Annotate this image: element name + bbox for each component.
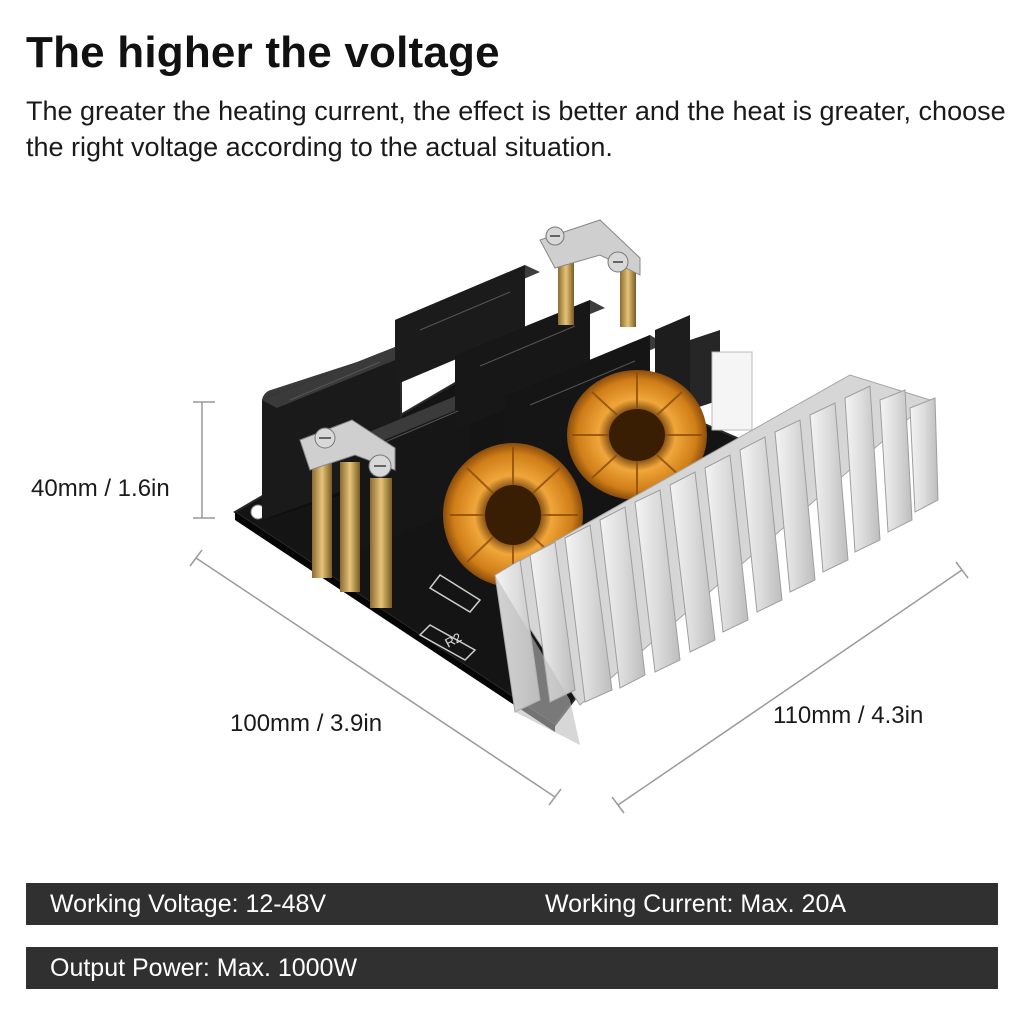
page-title: The higher the voltage [26, 28, 500, 77]
working-voltage-spec: Working Voltage: 12-48V [50, 890, 327, 918]
length-dimension-label: 100mm / 3.9in [230, 710, 383, 737]
dimension-lines [189, 401, 969, 814]
width-dimension-label: 110mm / 4.3in [773, 702, 924, 729]
output-power-spec: Output Power: Max. 1000W [50, 954, 358, 982]
terminal-posts-back [539, 219, 641, 327]
pcb-label-r2: R2 [442, 630, 464, 651]
spec-bar-voltage-current: Working Voltage: 12-48V Working Current:… [26, 883, 998, 925]
page-subtitle: The greater the heating current, the eff… [26, 96, 1006, 162]
spec-bar-power: Output Power: Max. 1000W [26, 947, 998, 989]
height-dimension-label: 40mm / 1.6in [31, 475, 170, 502]
working-current-spec: Working Current: Max. 20A [545, 890, 847, 918]
heatsink [494, 374, 939, 745]
terminal-posts-front [299, 419, 396, 608]
